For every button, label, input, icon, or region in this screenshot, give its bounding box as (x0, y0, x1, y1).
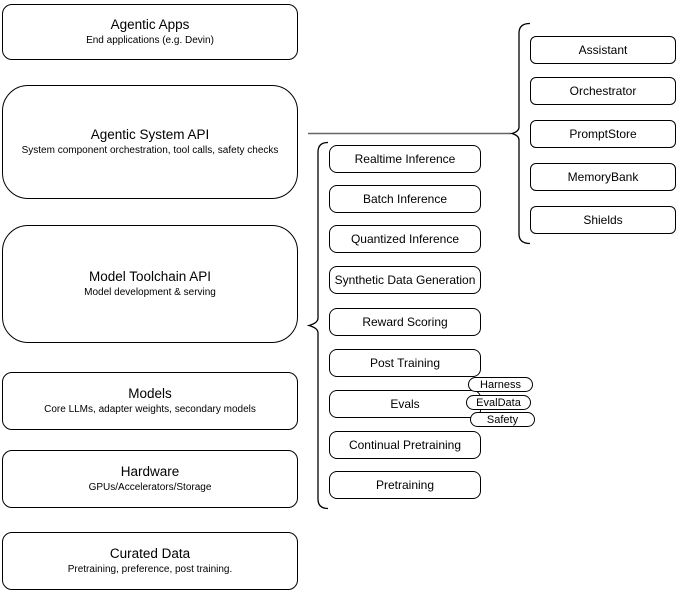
toolchain-box-continual-pretraining: Continual Pretraining (329, 431, 481, 459)
toolchain-box-pretraining: Pretraining (329, 471, 481, 499)
layer-box-curated-data: Curated Data Pretraining, preference, po… (2, 532, 298, 590)
evals-tag-evaldata: EvalData (466, 395, 531, 410)
layer-subtitle: Pretraining, preference, post training. (67, 564, 233, 576)
layer-title: Curated Data (109, 545, 191, 561)
toolchain-box-reward-scoring: Reward Scoring (329, 308, 481, 336)
toolchain-box-post-training: Post Training (329, 349, 481, 377)
component-box-orchestrator: Orchestrator (530, 77, 676, 105)
layer-subtitle: Core LLMs, adapter weights, secondary mo… (44, 404, 256, 416)
layer-box-model-toolchain-api: Model Toolchain API Model development & … (2, 225, 298, 343)
component-box-memorybank: MemoryBank (530, 163, 676, 191)
layer-box-agentic-system-api: Agentic System API System component orch… (2, 85, 298, 199)
toolchain-box-evals: Evals (329, 390, 481, 418)
layer-title: Agentic System API (90, 126, 210, 142)
layer-subtitle: System component orchestration, tool cal… (21, 145, 279, 157)
layer-title: Agentic Apps (110, 16, 190, 32)
layer-subtitle: End applications (e.g. Devin) (86, 35, 214, 47)
component-box-promptstore: PromptStore (530, 120, 676, 148)
toolchain-box-quantized-inference: Quantized Inference (329, 225, 481, 253)
toolchain-box-synthetic-data-generation: Synthetic Data Generation (329, 266, 481, 294)
layer-subtitle: Model development & serving (84, 287, 216, 299)
layer-box-hardware: Hardware GPUs/Accelerators/Storage (2, 450, 298, 508)
layer-subtitle: GPUs/Accelerators/Storage (88, 482, 212, 494)
layer-box-agentic-apps: Agentic Apps End applications (e.g. Devi… (2, 4, 298, 60)
layer-box-models: Models Core LLMs, adapter weights, secon… (2, 372, 298, 430)
layer-title: Model Toolchain API (88, 268, 212, 284)
evals-tag-safety: Safety (470, 412, 535, 427)
evals-tag-harness: Harness (468, 377, 533, 392)
components-brace (509, 22, 531, 245)
toolchain-box-batch-inference: Batch Inference (329, 185, 481, 213)
toolchain-box-realtime-inference: Realtime Inference (329, 145, 481, 173)
layer-title: Models (128, 385, 172, 401)
toolchain-brace (306, 141, 329, 510)
component-box-assistant: Assistant (530, 36, 676, 64)
layer-title: Hardware (120, 463, 180, 479)
component-box-shields: Shields (530, 206, 676, 234)
